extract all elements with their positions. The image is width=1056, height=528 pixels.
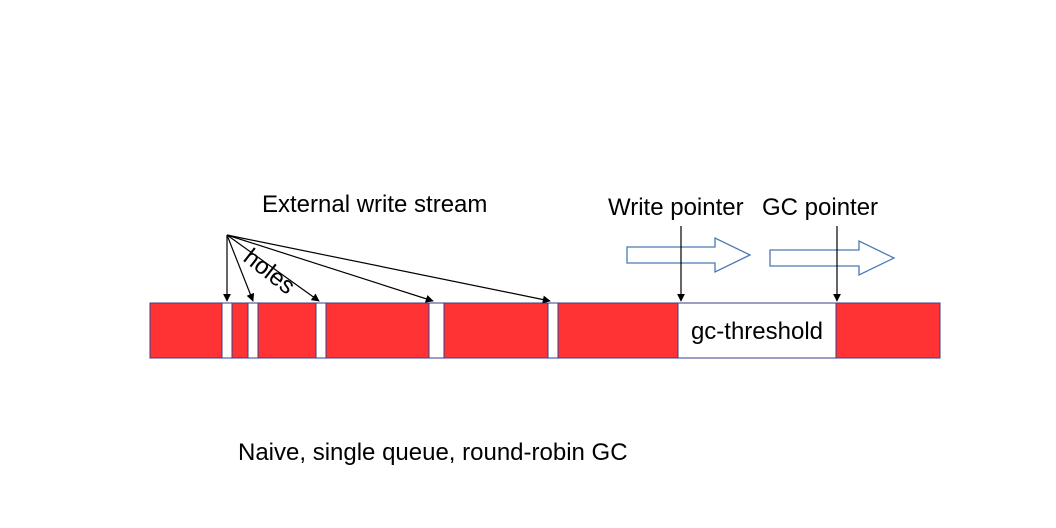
- external-write-stream-label: External write stream: [262, 191, 487, 218]
- write-arrow: [226, 234, 255, 302]
- log-bar: gc-threshold: [149, 302, 941, 359]
- hole: [221, 302, 233, 359]
- write-arrow: [226, 234, 320, 302]
- gc-pointer-direction-arrow: [769, 239, 896, 277]
- gc-pointer: GC pointer: [762, 194, 896, 302]
- hole: [315, 302, 327, 359]
- write-arrow: [226, 234, 434, 303]
- gc-threshold-label: gc-threshold: [691, 318, 823, 345]
- gc-pointer-label: GC pointer: [762, 194, 878, 221]
- gc-threshold-region: [677, 302, 837, 359]
- write-arrow: [226, 234, 551, 304]
- write-pointer-label: Write pointer: [608, 194, 744, 221]
- write-stream-arrows: [223, 234, 551, 304]
- hole: [428, 302, 445, 359]
- hole: [247, 302, 259, 359]
- hole: [547, 302, 559, 359]
- diagram-caption: Naive, single queue, round-robin GC: [238, 439, 628, 466]
- write-pointer: Write pointer: [608, 194, 752, 302]
- write-pointer-direction-arrow: [626, 236, 752, 274]
- holes-label: holes: [238, 243, 300, 300]
